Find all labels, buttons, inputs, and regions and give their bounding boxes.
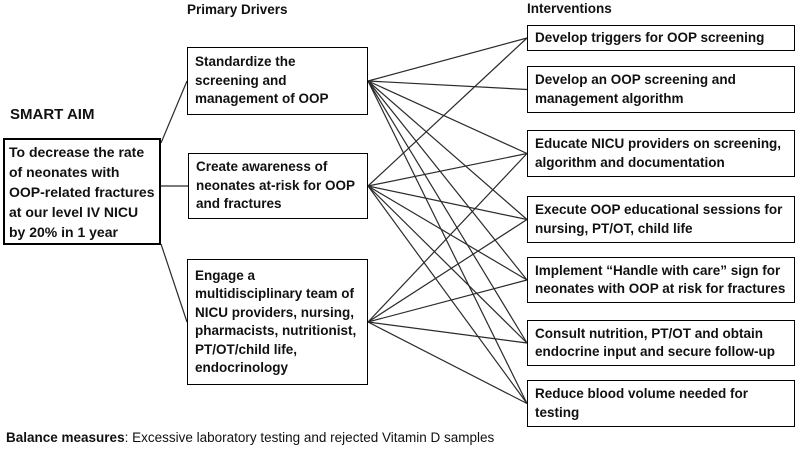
driver-box-d2: Create awareness of neonates at-risk for… (188, 153, 368, 219)
connector-d3-i7 (367, 321, 528, 405)
connector-d3-i6 (367, 321, 528, 344)
intervention-box-text-i1: Develop triggers for OOP screening (535, 29, 765, 45)
connector-d1-i2 (367, 80, 528, 91)
connector-d1-i4 (367, 80, 528, 220)
smart-aim-box: To decrease the rate of neonates with OO… (3, 138, 161, 245)
connector-d1-i1 (367, 37, 528, 82)
intervention-box-i4: Execute OOP educational sessions for nur… (527, 196, 795, 243)
connector-d3-i4 (367, 218, 528, 323)
balance-measures: Balance measures: Excessive laboratory t… (6, 430, 494, 445)
connector-d1-i7 (367, 80, 528, 404)
balance-measures-text: : Excessive laboratory testing and rejec… (124, 430, 495, 445)
intervention-box-text-i3: Educate NICU providers on screening, alg… (535, 136, 782, 170)
connector-aim-d3 (160, 243, 188, 323)
intervention-box-text-i4: Execute OOP educational sessions for nur… (535, 202, 783, 236)
primary-drivers-heading: Primary Drivers (187, 2, 288, 17)
driver-box-d1: Standardize the screening and management… (187, 47, 368, 115)
connector-d2-i6 (367, 185, 528, 344)
connector-d1-i5 (367, 80, 528, 281)
driver-box-text-d1: Standardize the screening and management… (195, 54, 329, 107)
connector-d1-i3 (367, 80, 528, 155)
connector-aim-d1 (160, 80, 188, 144)
interventions-heading: Interventions (527, 1, 612, 16)
connector-d3-i5 (367, 279, 528, 323)
intervention-box-text-i2: Develop an OOP screening and management … (535, 72, 736, 106)
smart-aim-heading: SMART AIM (10, 106, 95, 123)
intervention-box-i3: Educate NICU providers on screening, alg… (527, 130, 795, 177)
intervention-box-text-i6: Consult nutrition, PT/OT and obtain endo… (535, 325, 776, 360)
driver-box-text-d3: Engage a multidisciplinary team of NICU … (195, 267, 357, 376)
connector-d2-i7 (367, 185, 528, 404)
intervention-box-i2: Develop an OOP screening and management … (527, 66, 795, 113)
connector-d2-i3 (367, 152, 528, 187)
intervention-box-i7: Reduce blood volume needed for testing (527, 380, 795, 427)
smart-aim-text: To decrease the rate of neonates with OO… (9, 143, 155, 240)
balance-measures-label: Balance measures (6, 430, 125, 445)
intervention-box-i1: Develop triggers for OOP screening (527, 25, 795, 51)
intervention-box-text-i7: Reduce blood volume needed for testing (535, 386, 749, 420)
intervention-box-text-i5: Implement “Handle with care” sign for ne… (535, 262, 786, 297)
connector-d2-i1 (367, 37, 528, 187)
driver-box-d3: Engage a multidisciplinary team of NICU … (187, 259, 368, 385)
intervention-box-i6: Consult nutrition, PT/OT and obtain endo… (527, 320, 795, 366)
connector-d3-i3 (367, 153, 528, 323)
intervention-box-i5: Implement “Handle with care” sign for ne… (527, 257, 795, 303)
driver-box-text-d2: Create awareness of neonates at-risk for… (196, 159, 356, 212)
connector-d2-i4 (367, 185, 528, 221)
connector-d1-i6 (367, 80, 528, 344)
connector-d2-i5 (367, 185, 528, 281)
